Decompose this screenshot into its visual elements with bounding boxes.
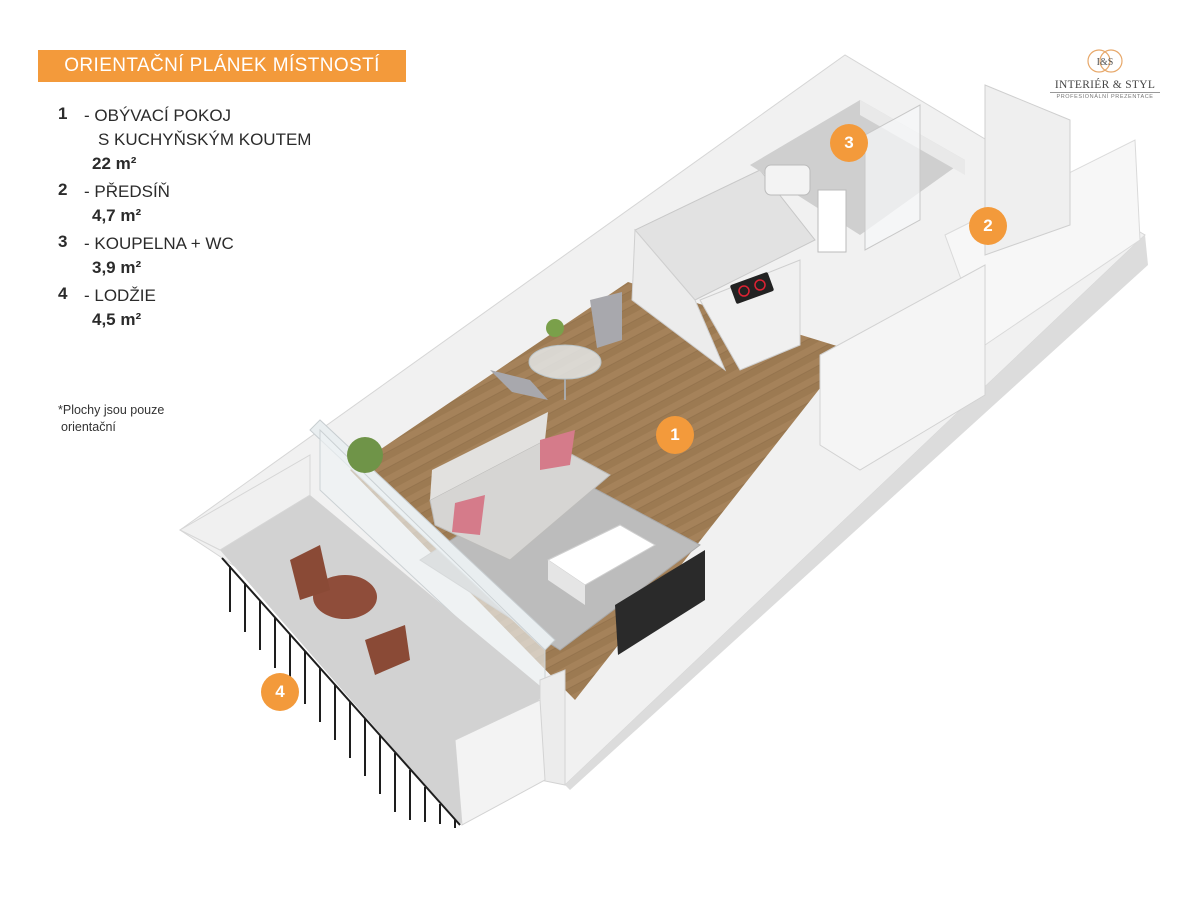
kitchen-counter-front (631, 228, 727, 372)
wardrobe (819, 264, 986, 471)
legend-number: 4 (58, 284, 68, 303)
cushion (452, 495, 485, 535)
legend-label-line: - OBÝVACÍ POKOJ (84, 106, 232, 125)
legend-area: 4,5 m² (92, 310, 142, 329)
sofa-back (430, 412, 548, 500)
legend-label: - OBÝVACÍ POKOJ S KUCHYŇSKÝM KOUTEM (84, 104, 311, 152)
legend-label: - LODŽIE (84, 284, 311, 308)
room-badge-3: 3 (830, 124, 868, 162)
room-badge-4: 4 (261, 673, 299, 711)
legend-number: 1 (58, 104, 68, 123)
entry-door (984, 84, 1071, 256)
tv (615, 550, 705, 655)
legend-number: 3 (58, 232, 68, 251)
legend-number: 2 (58, 180, 68, 199)
area-disclaimer: *Plochy jsou pouze orientační (58, 402, 164, 436)
legend-area: 4,7 m² (92, 206, 142, 225)
loggia-railing (221, 557, 461, 828)
vase-flowers (546, 319, 564, 337)
dining-chair (490, 370, 548, 400)
legend-area: 22 m² (92, 154, 137, 173)
towel-radiator (817, 189, 847, 253)
cushion (540, 430, 575, 470)
legend-item-living-room: 1 - OBÝVACÍ POKOJ S KUCHYŇSKÝM KOUTEM 22… (58, 104, 311, 176)
plan-title: ORIENTAČNÍ PLÁNEK MÍSTNOSTÍ (38, 50, 406, 82)
room-badge-2: 2 (969, 207, 1007, 245)
legend-label-line: - LODŽIE (84, 286, 156, 305)
plant (347, 437, 383, 473)
washbasin (764, 164, 811, 196)
legend-label: - PŘEDSÍŇ (84, 180, 311, 204)
shower-glass (864, 104, 921, 251)
note-line: orientační (61, 420, 116, 434)
legend-label-line: - PŘEDSÍŇ (84, 182, 170, 201)
brand-name: INTERIÉR & STYL (1054, 79, 1156, 91)
monogram-icon: I&S (1087, 49, 1123, 73)
loggia-chair (290, 545, 330, 600)
loggia-wall (178, 454, 311, 551)
note-line: *Plochy jsou pouze (58, 403, 165, 417)
coffee-table-front (548, 560, 585, 605)
hob-ring (738, 285, 750, 297)
outer-wall-side (565, 235, 1148, 790)
monogram-text: I&S (1097, 57, 1114, 68)
legend-item-hallway: 2 - PŘEDSÍŇ 4,7 m² (58, 180, 311, 228)
brand-subtitle: PROFESIONÁLNÍ PREZENTACE (1050, 92, 1160, 100)
legend-area: 3,9 m² (92, 258, 142, 277)
hob-ring (754, 279, 766, 291)
loggia-chair (365, 625, 410, 675)
legend-label-line: - KOUPELNA + WC (84, 234, 234, 253)
dining-chair (590, 292, 622, 348)
brand-logo: I&S INTERIÉR & STYL PROFESIONÁLNÍ PREZEN… (1050, 48, 1160, 100)
room-legend: 1 - OBÝVACÍ POKOJ S KUCHYŇSKÝM KOUTEM 22… (58, 104, 311, 336)
legend-label: - KOUPELNA + WC (84, 232, 311, 256)
legend-label-line: S KUCHYŇSKÝM KOUTEM (98, 130, 312, 149)
legend-item-loggia: 4 - LODŽIE 4,5 m² (58, 284, 311, 332)
legend-item-bathroom: 3 - KOUPELNA + WC 3,9 m² (58, 232, 311, 280)
room-badge-1: 1 (656, 416, 694, 454)
loggia-end-wall (454, 699, 546, 826)
dining-table (528, 344, 602, 380)
